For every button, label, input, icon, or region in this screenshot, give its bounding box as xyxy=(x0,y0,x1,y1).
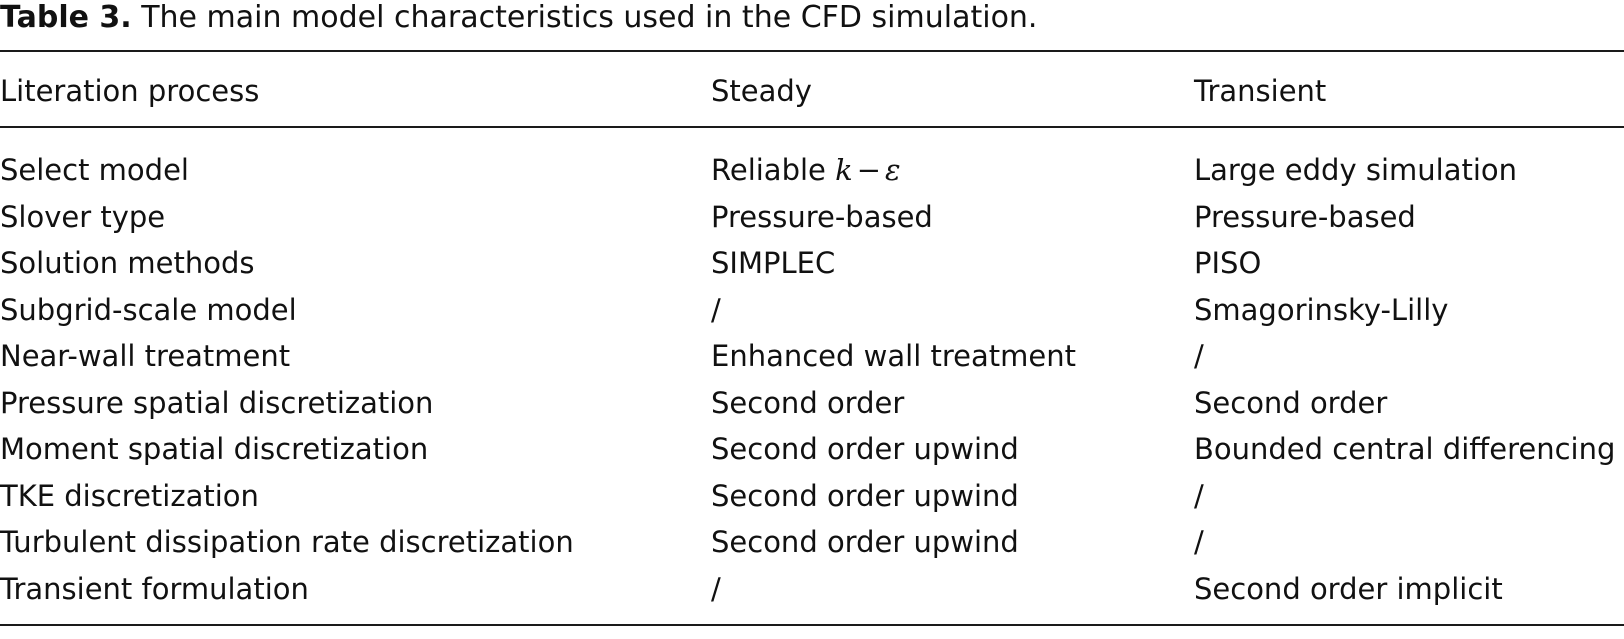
math-minus: − xyxy=(856,153,881,188)
steady-cell: Second order upwind xyxy=(711,432,1019,467)
steady-cell: Second order upwind xyxy=(711,525,1019,560)
k-epsilon-math: k−ε xyxy=(835,153,900,187)
steady-cell: Reliable k−ε xyxy=(711,147,1194,194)
table-row: Turbulent dissipation rate discretizatio… xyxy=(0,519,1624,566)
table-row: Near-wall treatment Enhanced wall treatm… xyxy=(0,333,1624,380)
table-body: Select model Reliable k−ε Large eddy sim… xyxy=(0,147,1624,612)
steady-cell: / xyxy=(711,292,721,327)
row-label: Near-wall treatment xyxy=(0,339,291,374)
math-k: k xyxy=(835,153,853,188)
math-epsilon: ε xyxy=(885,153,901,188)
row-label: Moment spatial discretization xyxy=(0,432,429,467)
table-bottom-rule xyxy=(0,624,1624,626)
row-label: Slover type xyxy=(0,199,166,234)
table-header-rule xyxy=(0,126,1624,128)
steady-cell: Enhanced wall treatment xyxy=(711,339,1076,374)
column-header-process: Literation process xyxy=(0,74,260,108)
column-header-steady: Steady xyxy=(711,74,812,108)
steady-cell: Second order upwind xyxy=(711,478,1019,513)
row-label: Transient formulation xyxy=(0,571,309,606)
column-header-transient: Transient xyxy=(1194,74,1327,108)
steady-cell-text: Reliable xyxy=(711,153,826,188)
row-label: Pressure spatial discretization xyxy=(0,385,434,420)
table-row: Slover type Pressure-based Pressure-base… xyxy=(0,194,1624,241)
steady-cell: Pressure-based xyxy=(711,199,933,234)
table-top-rule xyxy=(0,50,1624,52)
transient-cell: / xyxy=(1194,525,1204,560)
steady-cell: SIMPLEC xyxy=(711,246,836,281)
steady-cell: Second order xyxy=(711,385,905,420)
table-caption-text: The main model characteristics used in t… xyxy=(141,0,1038,35)
row-label: Solution methods xyxy=(0,246,255,281)
steady-cell: / xyxy=(711,571,721,606)
table-row: Solution methods SIMPLEC PISO xyxy=(0,240,1624,287)
table-row: Select model Reliable k−ε Large eddy sim… xyxy=(0,147,1624,194)
row-label: TKE discretization xyxy=(0,478,259,513)
header-row: Literation process Steady Transient xyxy=(0,68,1624,114)
row-label: Select model xyxy=(0,153,189,188)
transient-cell: Bounded central differencing xyxy=(1194,432,1616,467)
table-row: TKE discretization Second order upwind / xyxy=(0,473,1624,520)
row-label: Subgrid-scale model xyxy=(0,292,297,327)
row-label: Turbulent dissipation rate discretizatio… xyxy=(0,525,574,560)
transient-cell: Second order xyxy=(1194,385,1388,420)
transient-cell: Smagorinsky-Lilly xyxy=(1194,292,1449,327)
table-caption: Table 3. The main model characteristics … xyxy=(0,0,1037,40)
transient-cell: / xyxy=(1194,478,1204,513)
table-row: Moment spatial discretization Second ord… xyxy=(0,426,1624,473)
table-row: Subgrid-scale model / Smagorinsky-Lilly xyxy=(0,287,1624,334)
table-header: Literation process Steady Transient xyxy=(0,68,1624,114)
transient-cell: Large eddy simulation xyxy=(1194,153,1518,188)
transient-cell: / xyxy=(1194,339,1204,374)
transient-cell: PISO xyxy=(1194,246,1262,281)
table-row: Transient formulation / Second order imp… xyxy=(0,566,1624,613)
transient-cell: Pressure-based xyxy=(1194,199,1416,234)
table-caption-label: Table 3. xyxy=(0,0,132,35)
transient-cell: Second order implicit xyxy=(1194,571,1503,606)
table-row: Pressure spatial discretization Second o… xyxy=(0,380,1624,427)
